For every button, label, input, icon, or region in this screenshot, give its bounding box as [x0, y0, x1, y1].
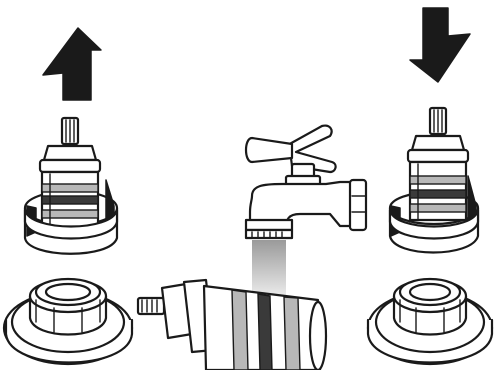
arrow-up-icon — [43, 28, 101, 100]
left-valve-base — [4, 279, 132, 364]
rinsed-cartridge — [138, 280, 326, 370]
right-cartridge — [408, 108, 468, 220]
right-valve-base — [368, 279, 492, 364]
right-cartridge-assembly — [390, 108, 478, 253]
faucet-icon — [246, 126, 366, 238]
arrow-down-icon — [410, 8, 470, 82]
left-cartridge-assembly — [25, 118, 117, 254]
left-cartridge — [40, 118, 100, 228]
